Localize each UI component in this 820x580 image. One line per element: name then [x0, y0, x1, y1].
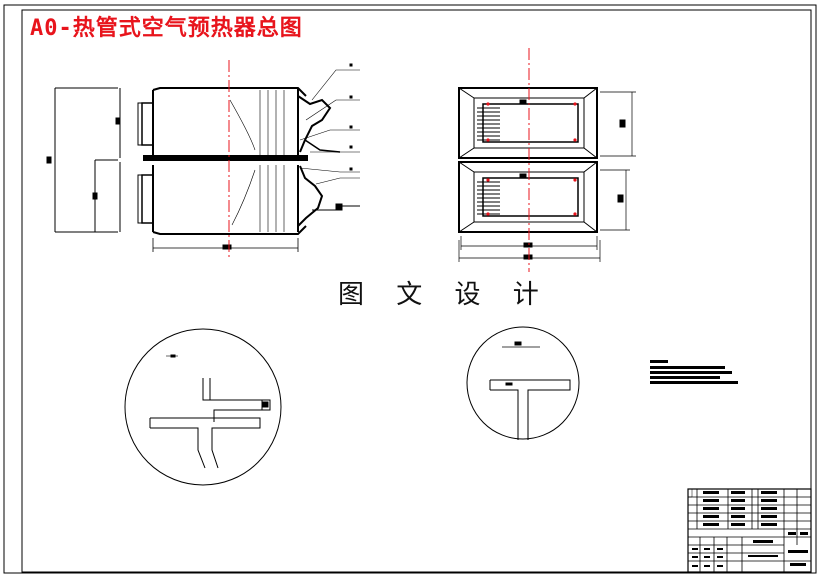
detail-circle	[466, 326, 580, 440]
detail-circle	[124, 328, 282, 486]
title-block-table	[687, 488, 812, 573]
inner-border	[21, 9, 812, 573]
outer-border	[3, 4, 817, 574]
watermark-text: 图 文 设 计	[338, 280, 551, 310]
side-view	[458, 87, 636, 262]
drawing-title: A0-热管式空气预热器总图	[30, 16, 303, 41]
main-view	[46, 63, 360, 252]
technical-notes	[650, 360, 738, 384]
